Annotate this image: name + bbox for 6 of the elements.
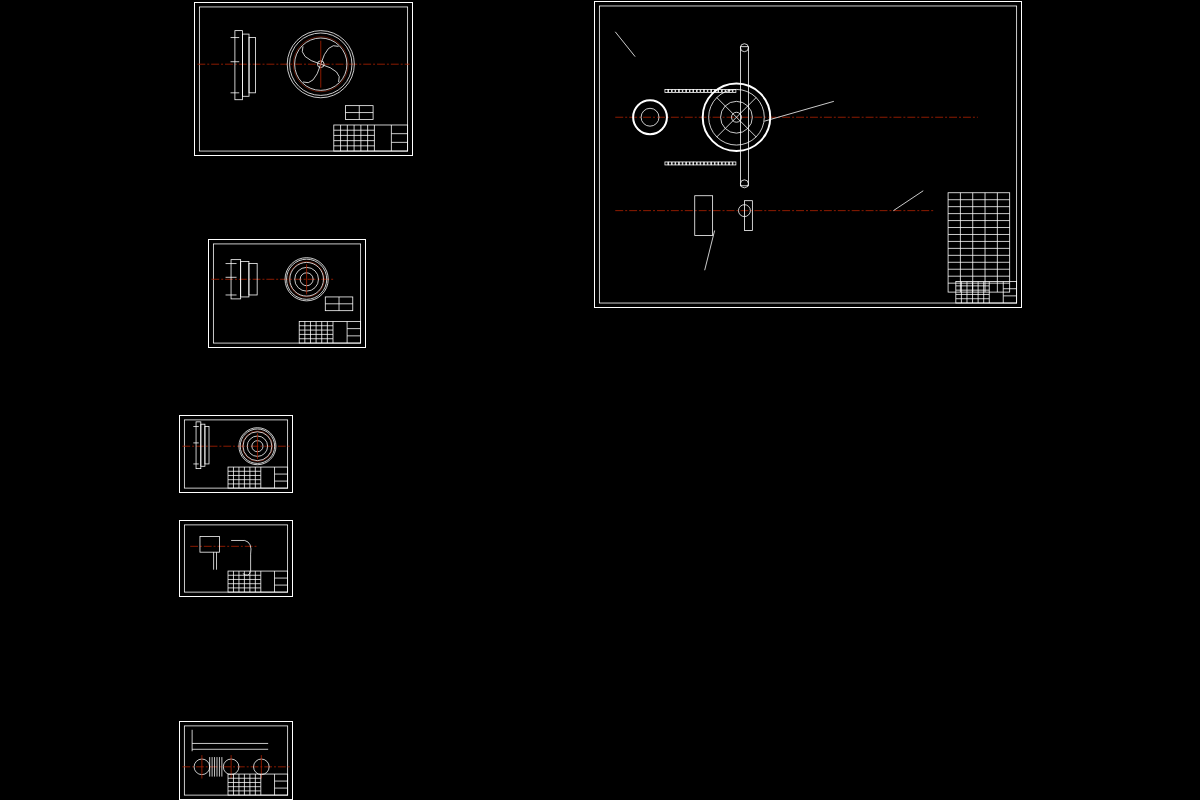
drawing-sheet <box>594 1 1022 308</box>
drawing-sheet <box>194 2 413 156</box>
drawing-sheet <box>208 239 366 348</box>
drawing-sheet <box>179 415 293 493</box>
drawing-sheet <box>179 520 293 597</box>
drawing-sheet <box>179 721 293 800</box>
